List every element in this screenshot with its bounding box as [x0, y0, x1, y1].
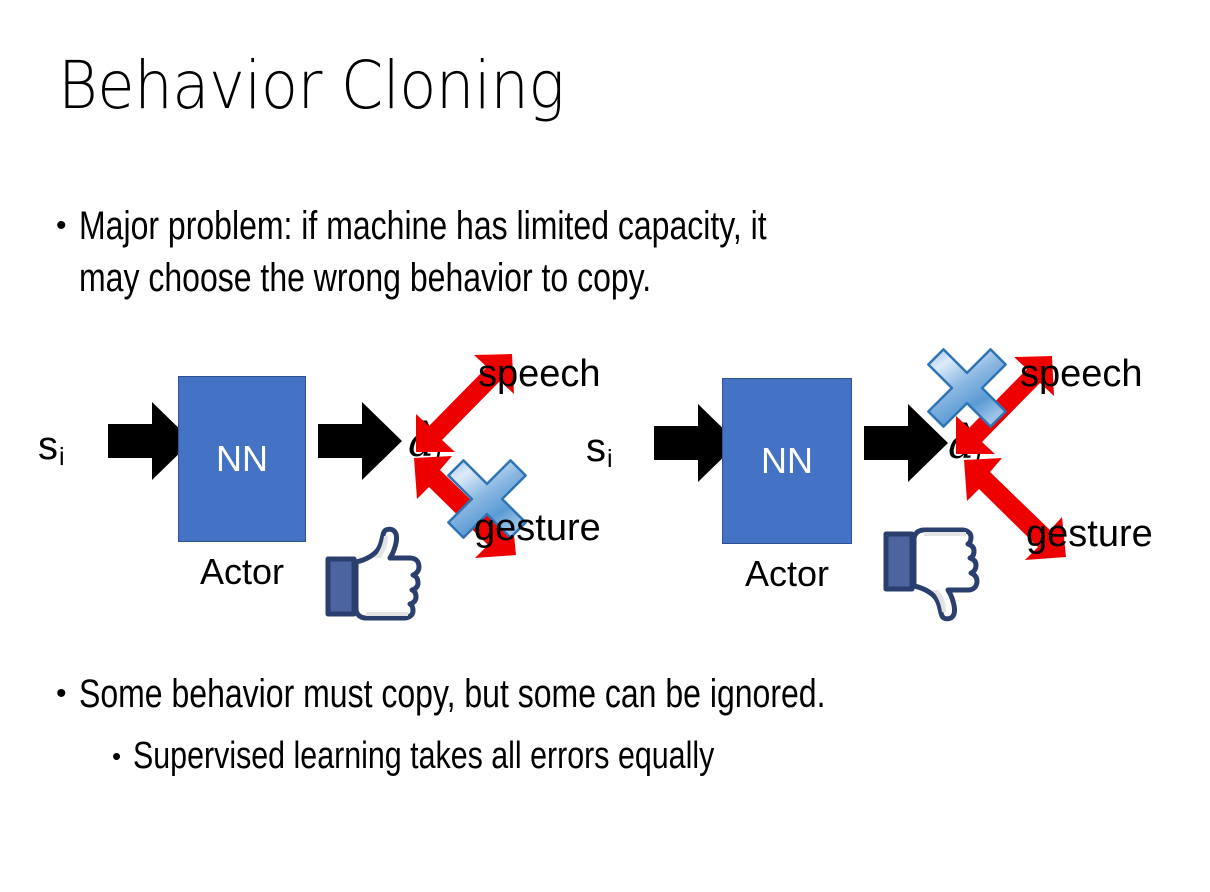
actor-caption-right: Actor	[744, 553, 830, 594]
bullet-marker-icon: •	[56, 209, 67, 242]
red-double-arrow-speech-right	[956, 356, 1054, 454]
bullet-marker-icon: •	[56, 677, 67, 710]
nn-box-label-right: NN	[761, 440, 813, 481]
slide-title: Behavior Cloning	[58, 47, 565, 124]
output-arrow-left	[318, 402, 402, 480]
bullet-marker-icon: •	[112, 741, 122, 771]
bullet-item-1: • Major problem: if machine has limited …	[56, 200, 1196, 304]
nn-box-right: NN	[722, 378, 852, 544]
input-arrow-left	[108, 402, 192, 480]
bullet-text-3: Supervised learning takes all errors equ…	[133, 735, 715, 777]
red-double-arrow-gesture-right	[964, 458, 1066, 560]
output-arrow-right	[864, 404, 948, 482]
bullet-text-2: Some behavior must copy, but some can be…	[78, 672, 826, 716]
nn-box-left: NN	[178, 376, 306, 542]
thumbs-down-icon	[883, 527, 980, 622]
bullet-text-1: Major problem: if machine has limited ca…	[78, 204, 767, 300]
bullet-item-3: • Supervised learning takes all errors e…	[112, 730, 1210, 782]
nn-box-label-left: NN	[216, 438, 268, 479]
input-state-label-left: si	[38, 424, 65, 471]
input-arrow-right	[654, 404, 738, 482]
output-label-gesture-left: gesture	[474, 507, 601, 549]
output-label-speech-left: speech	[478, 353, 601, 395]
diagram-left: si NN Actor âi	[26, 340, 626, 630]
thumbs-up-icon	[325, 526, 422, 621]
bullet-item-2: • Some behavior must copy, but some can …	[56, 668, 1196, 720]
output-label-gesture-right: gesture	[1026, 513, 1153, 555]
diagram-right: si NN Actor âi	[572, 340, 1192, 630]
output-label-speech-right: speech	[1020, 353, 1143, 395]
red-double-arrow-speech-left	[416, 354, 514, 452]
input-state-label-right: si	[586, 426, 613, 473]
actor-caption-left: Actor	[199, 551, 285, 592]
cross-out-icon-speech-right	[927, 348, 1007, 428]
cross-out-icon-gesture-left	[447, 459, 527, 539]
